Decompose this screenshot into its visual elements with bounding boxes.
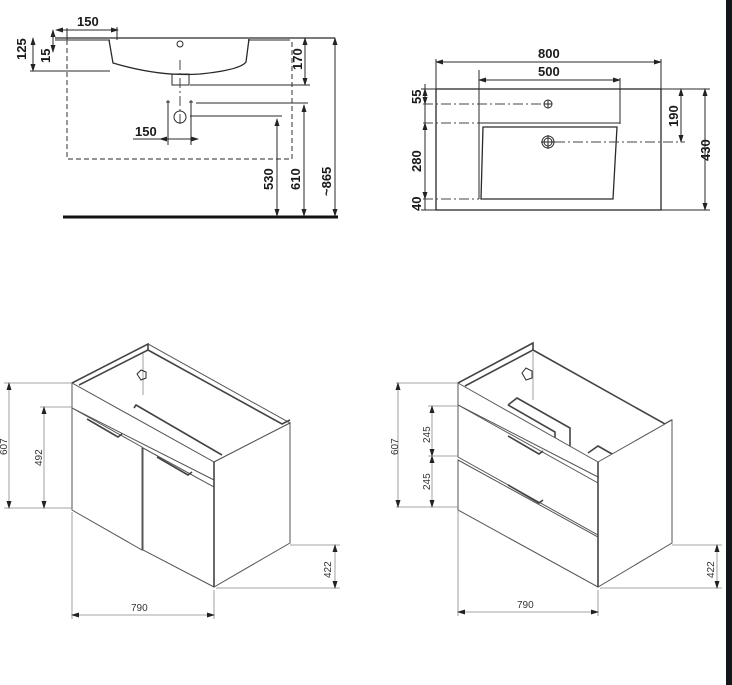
dim-basin-height: 125: [14, 38, 29, 60]
dim-drawer-bottom-height: 245: [422, 473, 433, 490]
cabinet-doors-view: 607 492 790 422: [0, 342, 340, 619]
dim-supply-height: 610: [288, 168, 303, 190]
dim-drawer-top-height: 245: [422, 426, 433, 443]
dim-top-height: ~865: [319, 167, 334, 196]
side-elevation-view: 150 125 15 170 150 530 610 ~865: [14, 14, 338, 219]
dim-total-height: 607: [390, 438, 401, 455]
dim-waste-depth: 170: [290, 48, 305, 70]
window-edge-bar: [726, 0, 732, 685]
dim-width: 790: [517, 600, 534, 611]
dim-depth: 422: [706, 561, 717, 578]
cabinet-drawers-view: 607 245 245 790 422: [390, 341, 722, 616]
dim-tap-offset: 150: [77, 14, 99, 29]
dim-rim-thickness: 15: [38, 49, 53, 63]
dim-door-height: 492: [34, 449, 45, 466]
dim-width: 790: [131, 603, 148, 614]
dim-drain-offset: 190: [666, 105, 681, 127]
dim-depth: 422: [323, 561, 334, 578]
dim-overall-width: 800: [538, 46, 560, 61]
dim-front-rim: 40: [409, 197, 424, 211]
dim-trap-width: 150: [135, 124, 157, 139]
dim-overall-depth: 430: [698, 139, 713, 161]
dim-waste-outlet-height: 530: [261, 168, 276, 190]
dim-bowl-depth: 280: [409, 150, 424, 172]
dim-total-height: 607: [0, 438, 10, 455]
dim-tap-hole-offset: 55: [409, 90, 424, 104]
dim-bowl-width: 500: [538, 64, 560, 79]
plan-view: 800 500 55 280 40 190 430: [409, 46, 713, 211]
